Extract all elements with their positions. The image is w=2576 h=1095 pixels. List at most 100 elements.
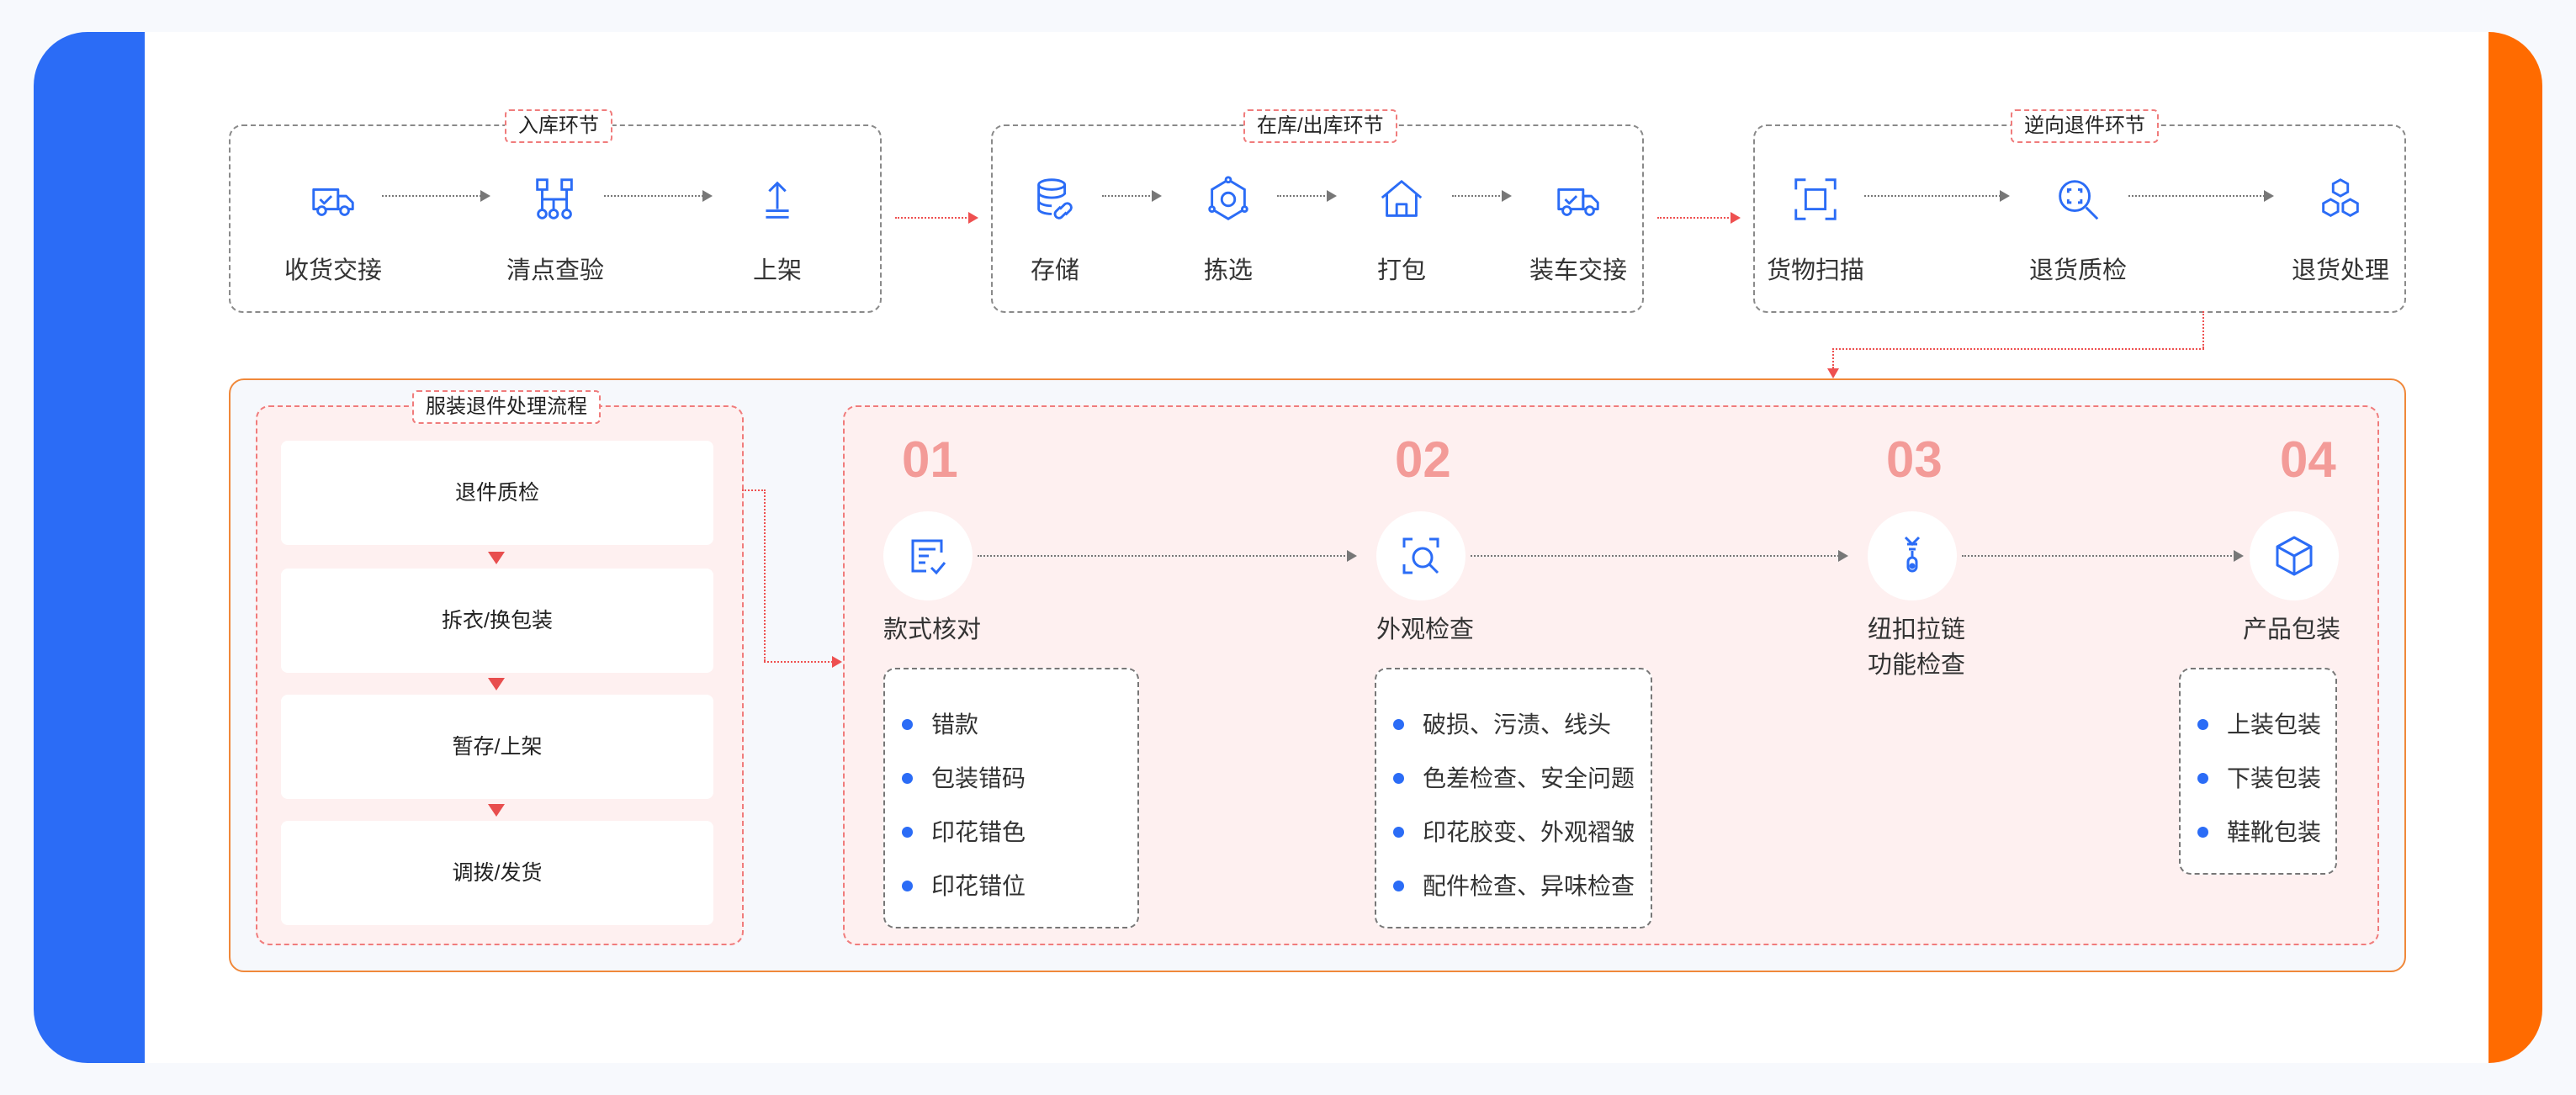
list-item: 错款: [902, 706, 978, 740]
connector-arrow: [764, 656, 842, 668]
connector-line: [2202, 311, 2204, 348]
flow-arrow: [1277, 190, 1337, 202]
step-label: 打包: [1376, 257, 1426, 284]
connector-line: [742, 489, 766, 491]
magnifier-scan-icon: [1402, 537, 1439, 574]
checklist-icon: [911, 539, 946, 575]
flow-arrow: [2128, 190, 2274, 202]
list-item-text: 错款: [931, 711, 979, 738]
stage-title: 入库环节: [505, 109, 612, 143]
right-accent-bar: [2489, 32, 2542, 1063]
left-accent-bar: [34, 32, 145, 1063]
flow-arrow: [1864, 190, 2010, 202]
list-item-text: 印花错色: [931, 819, 1026, 845]
bullet-icon: [902, 881, 913, 892]
search-icon: [2059, 180, 2099, 220]
list-item-text: 印花错位: [931, 873, 1026, 899]
scan-icon: [1794, 178, 1837, 220]
list-item: 下装包装: [2197, 760, 2321, 794]
truck-icon: [312, 188, 354, 216]
step-shelve: 上架: [702, 173, 853, 286]
step-picking: 拣选: [1153, 173, 1304, 286]
down-arrow: [488, 552, 505, 564]
list-item: 印花错位: [902, 868, 1026, 902]
bullet-icon: [1393, 773, 1404, 785]
connector-line: [1832, 348, 2204, 350]
step-number: 04: [2280, 431, 2336, 488]
step-label: 收货交接: [284, 257, 382, 284]
inspect-title: 款式核对: [883, 616, 982, 643]
step-scan: 货物扫描: [1740, 173, 1891, 286]
home-icon: [1381, 180, 1423, 217]
bullet-icon: [1393, 719, 1404, 731]
stage-connector-arrow: [1657, 212, 1741, 224]
flow-arrow: [1471, 550, 1848, 562]
step-label: 拣选: [1203, 257, 1253, 284]
step-label: 退货处理: [2291, 257, 2389, 284]
flow-arrow: [1962, 550, 2244, 562]
stage-title: 在库/出库环节: [1243, 109, 1397, 143]
list-item: 印花胶变、外观褶皱: [1393, 814, 1635, 848]
list-item-text: 色差检查、安全问题: [1423, 765, 1635, 791]
inspect-icon-circle: [1868, 511, 1957, 600]
hexagon-network-icon: [1208, 176, 1248, 220]
flow-arrow: [604, 190, 713, 202]
connector-line: [1832, 348, 1834, 368]
list-item: 包装错码: [902, 760, 1026, 794]
list-item-text: 下装包装: [2227, 765, 2322, 791]
stage-reverse-return: 逆向退件环节: [1753, 109, 2406, 313]
hexagons-icon: [2322, 178, 2359, 218]
step-receive: 收货交接: [257, 173, 409, 286]
bullet-icon: [2197, 773, 2208, 785]
inspect-icon-circle: [883, 511, 973, 600]
step-number: 03: [1886, 431, 1943, 488]
process-step-card: 暂存/上架: [281, 695, 713, 799]
inspect-title: 产品包装: [2243, 616, 2341, 643]
list-item-text: 破损、污渍、线头: [1423, 711, 1612, 738]
list-item-text: 鞋靴包装: [2227, 819, 2322, 845]
panel-title: 服装退件处理流程: [412, 390, 601, 424]
inspect-title: 纽扣拉链 功能检查: [1866, 612, 1967, 683]
bullet-icon: [2197, 719, 2208, 731]
connector-arrowhead: [1827, 368, 1839, 378]
step-label: 存储: [1030, 257, 1079, 284]
zipper-icon: [1904, 536, 1921, 573]
database-icon: [1037, 178, 1073, 220]
inspect-title-line: 纽扣拉链: [1867, 616, 1965, 643]
list-item-text: 包装错码: [931, 765, 1026, 791]
inspect-title: 外观检查: [1376, 616, 1475, 643]
inspect-icon-circle: [1376, 511, 1466, 600]
down-arrow: [488, 804, 505, 817]
list-item: 鞋靴包装: [2197, 814, 2321, 848]
bullet-icon: [1393, 827, 1404, 838]
step-label: 货物扫描: [1766, 257, 1864, 284]
bullet-icon: [1393, 881, 1404, 892]
bullet-icon: [902, 827, 913, 838]
step-label: 上架: [752, 257, 802, 284]
inspect-title-line: 功能检查: [1867, 652, 1965, 679]
stage-connector-arrow: [895, 212, 978, 224]
list-item: 配件检查、异味检查: [1393, 868, 1635, 902]
step-storage: 存储: [979, 173, 1131, 286]
stage-storage-outbound: 在库/出库环节: [991, 109, 1644, 313]
list-item: 上装包装: [2197, 706, 2321, 740]
stage-inbound: 入库环节: [229, 109, 882, 313]
process-step-card: 退件质检: [281, 441, 713, 545]
step-packing: 打包: [1326, 173, 1477, 286]
step-return-handle: 退货处理: [2265, 173, 2416, 286]
step-number: 02: [1395, 431, 1451, 488]
bullet-icon: [2197, 827, 2208, 838]
step-count-check: 清点查验: [480, 173, 631, 286]
step-number: 01: [902, 431, 958, 488]
box-icon: [2276, 536, 2313, 576]
stage-title: 逆向退件环节: [2011, 109, 2159, 143]
list-item-text: 印花胶变、外观褶皱: [1423, 819, 1635, 845]
flow-arrow: [978, 550, 1357, 562]
step-return-inspect: 退货质检: [2002, 173, 2154, 286]
connector-line: [764, 489, 766, 661]
step-label: 清点查验: [506, 257, 604, 284]
bullet-icon: [902, 773, 913, 785]
inspect-checklist: 上装包装 下装包装 鞋靴包装: [2179, 668, 2337, 875]
inspect-checklist: 错款 包装错码 印花错色 印花错位: [883, 668, 1139, 928]
list-item: 色差检查、安全问题: [1393, 760, 1635, 794]
